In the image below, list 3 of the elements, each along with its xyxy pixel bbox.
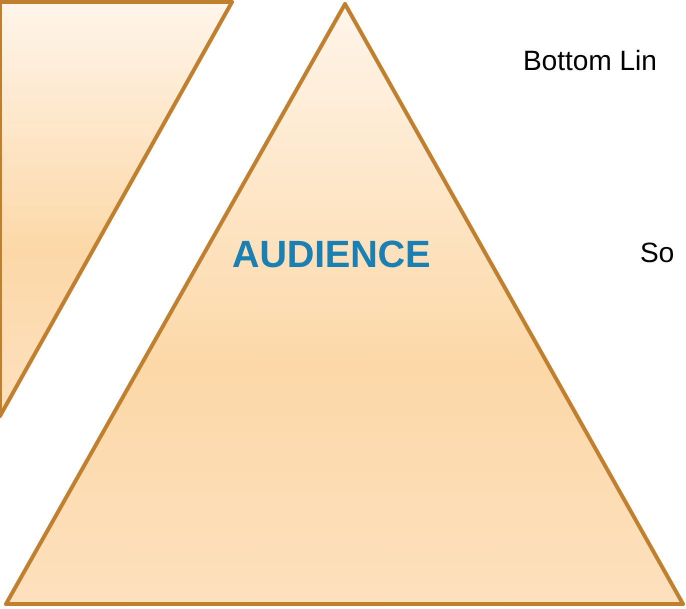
text-label: So [640, 237, 674, 269]
node-title: AUDIENCE [232, 234, 430, 277]
text-label: Bottom Lin [523, 45, 657, 77]
